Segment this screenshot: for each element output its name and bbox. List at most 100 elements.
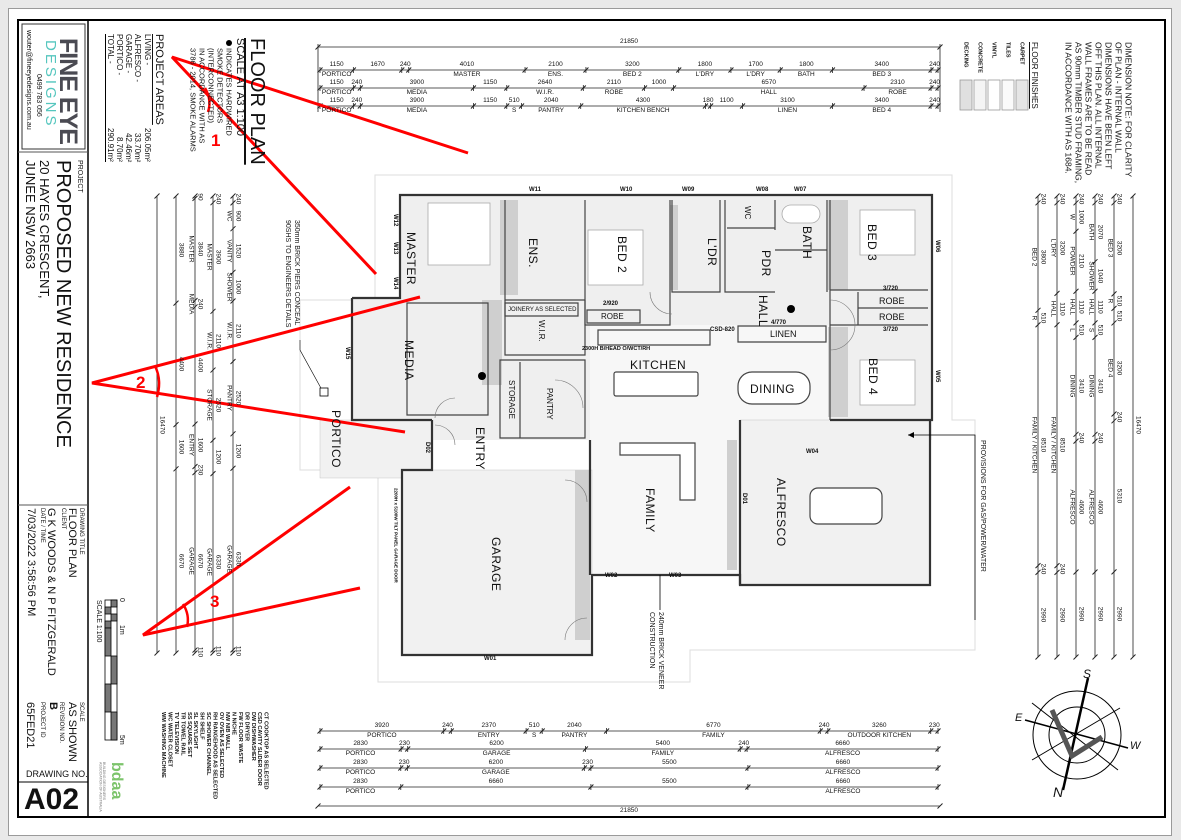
dimension-line <box>1035 321 1041 328</box>
abbreviation-item: TV TELEVISION <box>172 712 179 754</box>
dimension-line <box>1073 431 1079 438</box>
dimension-line <box>1092 319 1098 326</box>
dimension-room: BED 2 <box>622 71 642 78</box>
window-w03: W03 <box>669 573 682 579</box>
abbreviation-item: SC SHOWER CHANNEL <box>204 712 211 776</box>
compass-west: W <box>1130 740 1141 752</box>
smoke-note-line: SMOKE DETECTORS <box>215 48 225 124</box>
dimension-value: 2040 <box>567 722 582 729</box>
dimension-room: GARAGE <box>481 769 510 776</box>
room-alfresco: ALFRESCO <box>774 478 788 547</box>
door-d01: D01 <box>741 493 747 505</box>
dimension-line <box>192 297 198 304</box>
dimension-line <box>173 300 179 306</box>
dimension-room: L'DRY <box>695 71 715 78</box>
dimension-line <box>210 308 216 315</box>
project-name: PROPOSED NEW RESIDENCE <box>52 160 74 448</box>
area-row: ALFRESCO -33.70m² <box>133 34 142 162</box>
finish-concrete: CONCRETE <box>976 42 983 73</box>
abbreviation-item: SS SQUARE SET <box>185 712 192 758</box>
room-bed-3: BED 3 <box>865 224 879 262</box>
dimension-value: 240 <box>1096 193 1104 205</box>
window-w14: W14 <box>392 277 398 290</box>
dimension-room: MEDIA <box>406 107 428 114</box>
dimension-line <box>173 465 179 472</box>
dimension-room: ALFRESCO <box>825 788 861 795</box>
dimension-value: 3410 <box>1077 378 1085 394</box>
dimension-value: 240 <box>1077 432 1085 444</box>
dimension-value: 2990 <box>1077 607 1085 622</box>
scale-zero: 0 <box>118 598 125 602</box>
dimension-line <box>230 430 236 437</box>
dimension-line <box>230 269 236 276</box>
dimension-room: W <box>1068 213 1076 221</box>
project-id-label: PROJECT ID <box>39 702 45 738</box>
dimension-value: 240 <box>1058 563 1066 575</box>
dimension-line <box>192 469 198 476</box>
room-bed-4: BED 4 <box>866 358 880 396</box>
dimension-room: PORTICO <box>345 769 376 776</box>
dimension-value: 510 <box>1039 312 1047 323</box>
abbreviation-item: CT COOKTOP AS SELECTED <box>262 712 269 790</box>
dimension-line <box>1035 193 1041 199</box>
project-label: PROJECT <box>76 160 83 193</box>
dimension-line <box>1035 654 1041 660</box>
dimension-value: 3200 <box>1115 361 1123 376</box>
dimension-value: 240 <box>214 193 222 205</box>
dimension-value: 1520 <box>234 243 242 258</box>
dimension-value: 3400 <box>874 97 889 104</box>
dimension-room: MASTER <box>205 243 213 271</box>
logo-email[interactable]: wouter@fineeyedesigns.com.au <box>25 30 32 130</box>
dimension-line <box>173 650 179 656</box>
dimension-line <box>1073 654 1079 660</box>
dimension-line <box>230 358 236 365</box>
dimension-line <box>1073 199 1079 206</box>
dimension-value: 6200 <box>489 740 504 747</box>
client-label: CLIENT <box>60 508 66 530</box>
dimension-line <box>210 367 216 373</box>
dimension-value: 1200 <box>214 449 222 465</box>
logo-phone: 0499 783 056 <box>35 74 42 117</box>
window-w08: W08 <box>756 187 769 193</box>
dimension-value: 2990 <box>1058 607 1066 622</box>
annotation-2: 2 <box>136 373 146 392</box>
dimension-room: POWDER <box>1068 246 1076 276</box>
dimension-value: 230 <box>928 722 940 729</box>
smoke-detector-icon <box>787 305 795 313</box>
dimension-line <box>1092 569 1098 575</box>
dimension-value: 3840 <box>196 242 204 257</box>
dimension-room: PORTICO <box>321 71 352 78</box>
dimension-value: 2040 <box>543 97 559 104</box>
area-row: GARAGE -42.46m² <box>124 34 133 162</box>
dimension-note: DIMENSIONS HAVE BEEN LEFT <box>1103 42 1114 170</box>
dimension-value: 3260 <box>872 722 887 729</box>
dimension-value: 900 <box>234 210 242 222</box>
abbreviation-item: WC WATER CLOSET <box>166 712 173 767</box>
scale-1m: 1m <box>118 625 125 635</box>
dimension-line <box>154 650 160 656</box>
dimension-value: 240 <box>399 61 411 68</box>
dimension-room: ALFRESCO <box>1068 489 1076 525</box>
dimension-value: 2830 <box>353 778 368 785</box>
dimension-line <box>192 421 198 427</box>
dimension-line <box>1073 438 1079 444</box>
dimension-value: 3900 <box>409 79 425 86</box>
dimension-room: R <box>1030 315 1038 320</box>
room-media: MEDIA <box>402 340 416 381</box>
window-w06: W06 <box>934 240 940 253</box>
dimension-line <box>210 470 216 477</box>
dimension-line <box>210 193 216 199</box>
dimension-value: 2520 <box>214 397 222 413</box>
dimension-room: BED 3 <box>872 71 892 78</box>
dimension-line <box>1035 307 1041 314</box>
dimension-overall: 21850 <box>619 807 639 814</box>
dimension-value: 5310 <box>1115 489 1123 504</box>
linen-door: 4/770 <box>771 320 787 326</box>
scale-bar <box>104 599 118 741</box>
dimension-room: GARAGE <box>205 547 213 576</box>
room-laundry: L'DR <box>705 238 719 267</box>
abbreviation-item: TR TOWEL RAIL <box>179 712 186 756</box>
logo-name: FINE EYE <box>54 38 82 144</box>
abbreviation-item: DW DISHWASHER <box>249 712 256 761</box>
